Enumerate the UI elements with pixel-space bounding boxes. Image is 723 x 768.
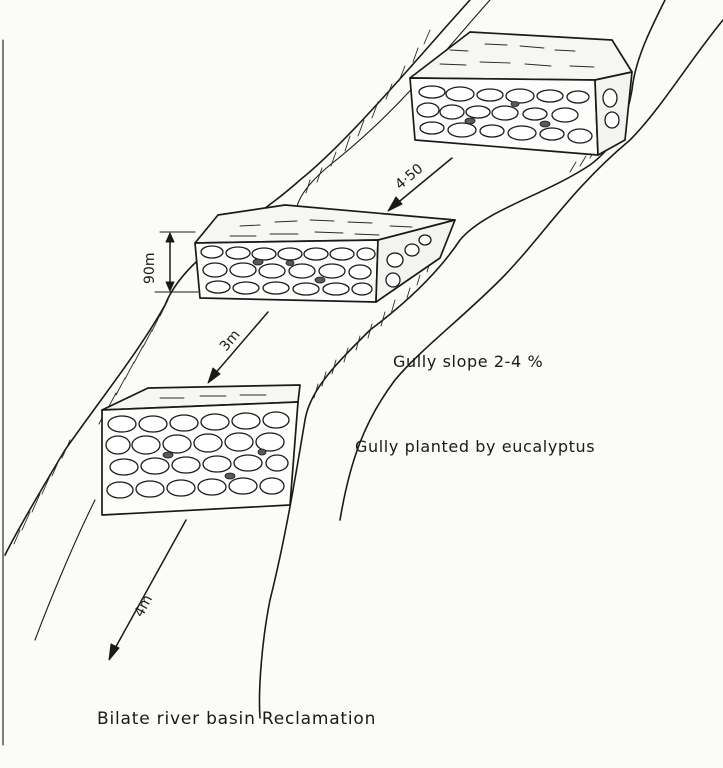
hatch-middle-left [98,299,169,425]
arrow-spacing-bottom [108,519,187,661]
middle-gabion-block [194,204,456,303]
gully-left-inner-bank [295,0,491,226]
dim-label-spacing-top: 4·50 [392,161,426,193]
lower-gabion-block [101,384,301,516]
height-dimension [154,231,199,293]
middle-gabion-top-texture [229,219,413,237]
hatch-upper [305,29,431,194]
arrow-spacing-middle [207,311,269,384]
lower-gabion-top-texture [159,394,267,399]
slope-label: Gully slope 2-4 % [393,352,543,371]
planting-label: Gully planted by eucalyptus [355,437,595,456]
gully-left-bank [4,0,471,556]
middle-gabion-stones [200,234,432,296]
dim-label-spacing-middle: 3m [217,327,244,355]
caption-label: Bilate river basin Reclamation [97,709,376,729]
gully-bed-line [34,499,96,641]
lower-gabion-stones [105,411,290,499]
upper-gabion-top-texture [439,43,595,68]
dim-label-height: 90m [142,253,158,284]
hatch-lower-left [13,439,71,545]
upper-gabion-stones [416,85,620,144]
upper-gabion-top [409,31,633,81]
hatch-middle-right [313,299,396,399]
arrow-spacing-top [387,157,453,212]
gully-outer-right-bank [339,19,723,521]
upper-gabion-block [409,31,633,156]
dim-label-spacing-bottom: 4m [131,592,156,619]
